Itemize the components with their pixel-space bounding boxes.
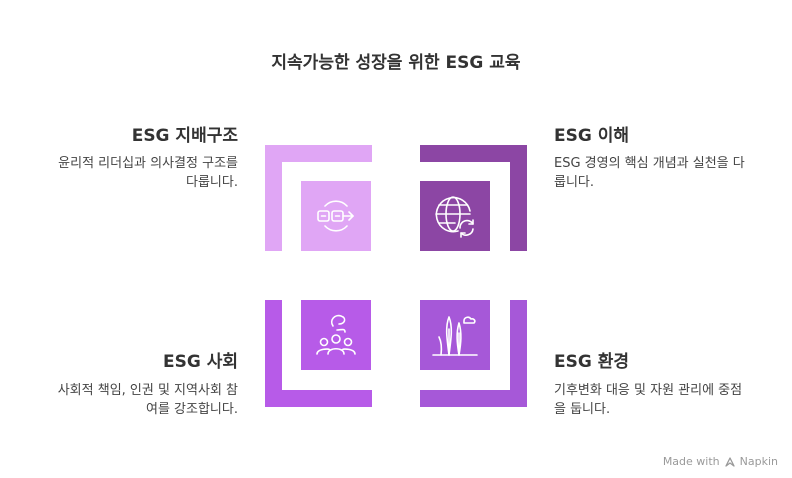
tile-environment [420,300,490,370]
napkin-logo-icon [724,456,735,467]
footer-credit: Made with Napkin [663,455,778,468]
heading-social: ESG 사회 [162,352,238,372]
tile-social [301,300,371,370]
desc-social: 사회적 책임, 인권 및 지역사회 참 여를 강조합니다. [8,381,238,419]
desc-understanding-line2: 룹니다. [554,175,595,190]
globe-refresh-icon [435,196,474,238]
tile-understanding [420,181,490,251]
desc-governance-line2: 다룹니다. [186,175,238,190]
desc-governance-line1: 윤리적 리더십과 의사결정 구조를 [58,156,238,171]
bracket-understanding-shape [420,145,527,251]
bracket-governance [265,145,372,251]
bracket-social [265,300,372,407]
heading-understanding: ESG 이해 [554,126,630,146]
bracket-social-shape [265,300,372,407]
desc-social-line2: 여를 강조합니다. [146,402,238,417]
nature-trees-icon [432,316,478,356]
community-people-icon [316,314,356,355]
desc-understanding: ESG 경영의 핵심 개념과 실천을 다 룹니다. [554,154,784,192]
bracket-environment [420,300,527,407]
heading-environment: ESG 환경 [554,352,630,372]
desc-environment-line1: 기후변화 대응 및 자원 관리에 중점 [554,383,743,398]
desc-social-line1: 사회적 책임, 인권 및 지역사회 참 [57,383,238,398]
bracket-understanding [420,145,527,251]
desc-environment-line2: 을 둡니다. [554,402,611,417]
desc-understanding-line1: ESG 경영의 핵심 개념과 실천을 다 [554,156,745,171]
governance-chain-icon [317,200,354,232]
desc-environment: 기후변화 대응 및 자원 관리에 중점 을 둡니다. [554,381,784,419]
page-title: 지속가능한 성장을 위한 ESG 교육 [271,53,521,73]
bracket-governance-shape [265,145,372,251]
bracket-environment-shape [420,300,527,407]
heading-governance: ESG 지배구조 [131,126,238,146]
tile-governance [301,181,371,251]
footer-made-with: Made with [662,455,720,468]
footer-brand: Napkin [739,455,778,468]
desc-governance: 윤리적 리더십과 의사결정 구조를 다룹니다. [8,154,238,192]
